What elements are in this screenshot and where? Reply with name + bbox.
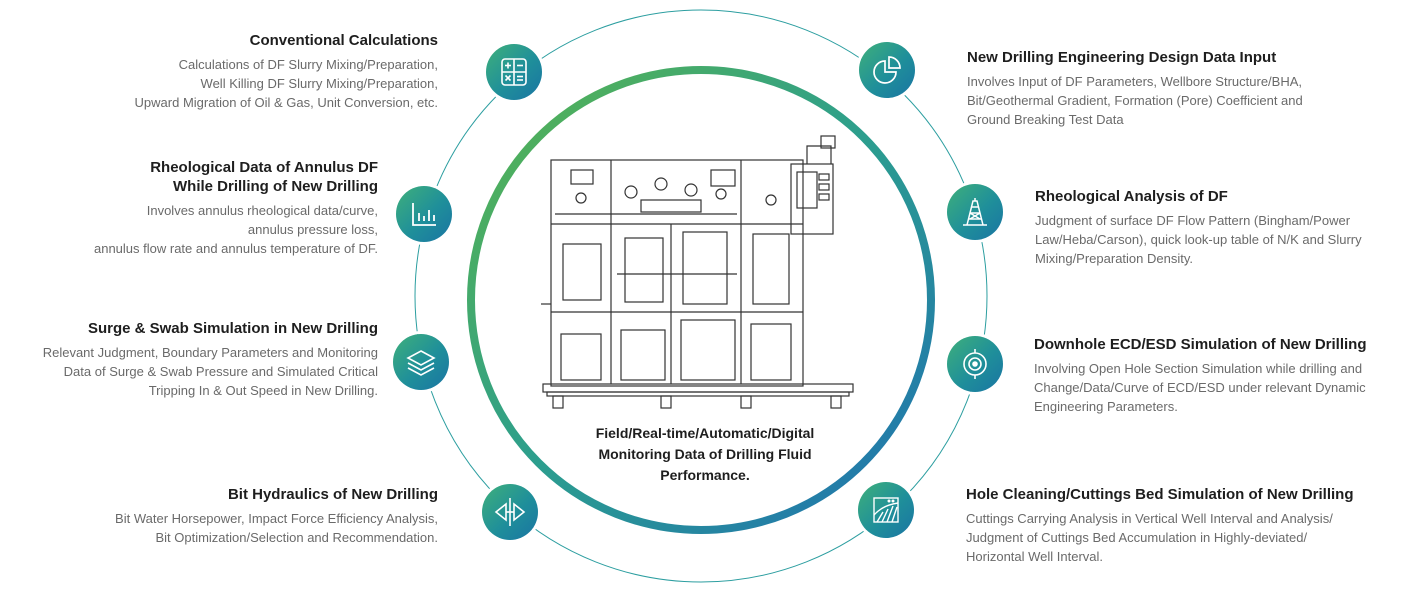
feature-title: Rheological Analysis of DF — [1035, 188, 1228, 205]
feature-description: Involving Open Hole Section Simulation w… — [1034, 361, 1366, 414]
feature-description: Involves Input of DF Parameters, Wellbor… — [967, 74, 1303, 127]
feature-description: Calculations of DF Slurry Mixing/Prepara… — [134, 57, 438, 110]
feature-title: Surge & Swab Simulation in New Drilling — [87, 320, 378, 337]
feature-description: Relevant Judgment, Boundary Parameters a… — [42, 345, 378, 398]
feature-surge-swab-simulation: Surge & Swab Simulation in New Drilling … — [0, 319, 378, 400]
ecd-target-icon — [947, 336, 1003, 392]
monitoring-equipment-illustration — [541, 135, 854, 409]
bar-chart-icon — [396, 186, 452, 242]
inner-ring — [467, 66, 935, 534]
layers-icon — [393, 334, 449, 390]
calculator-icon — [486, 44, 542, 100]
feature-bit-hydraulics: Bit Hydraulics of New Drilling Bit Water… — [58, 485, 438, 547]
feature-description: Bit Water Horsepower, Impact Force Effic… — [115, 511, 438, 545]
feature-title: Conventional Calculations — [249, 32, 438, 49]
center-caption: Field/Real-time/Automatic/Digital Monito… — [595, 425, 815, 483]
feature-ecd-esd-simulation: Downhole ECD/ESD Simulation of New Drill… — [1034, 335, 1408, 416]
feature-design-data-input: New Drilling Engineering Design Data Inp… — [967, 48, 1397, 129]
feature-title: New Drilling Engineering Design Data Inp… — [967, 49, 1277, 66]
drilling-rig-icon — [947, 184, 1003, 240]
cuttings-bed-icon — [858, 482, 914, 538]
feature-title: Downhole ECD/ESD Simulation of New Drill… — [1034, 336, 1367, 353]
feature-rheological-data-annulus: Rheological Data of Annulus DF While Dri… — [0, 158, 378, 258]
feature-description: Judgment of surface DF Flow Pattern (Bin… — [1035, 213, 1362, 266]
pie-chart-icon — [859, 42, 915, 98]
feature-description: Involves annulus rheological data/curve,… — [93, 203, 378, 256]
feature-conventional-calculations: Conventional Calculations Calculations o… — [58, 31, 438, 112]
feature-title: Rheological Data of Annulus DF While Dri… — [150, 159, 378, 195]
feature-title: Bit Hydraulics of New Drilling — [227, 486, 438, 503]
feature-title: Hole Cleaning/Cuttings Bed Simulation of… — [966, 486, 1354, 503]
outer-ring — [414, 9, 988, 583]
feature-rheological-analysis: Rheological Analysis of DF Judgment of s… — [1035, 187, 1407, 268]
feature-hole-cleaning: Hole Cleaning/Cuttings Bed Simulation of… — [966, 485, 1406, 566]
bit-hydraulics-icon — [482, 484, 538, 540]
feature-description: Cuttings Carrying Analysis in Vertical W… — [966, 511, 1333, 564]
